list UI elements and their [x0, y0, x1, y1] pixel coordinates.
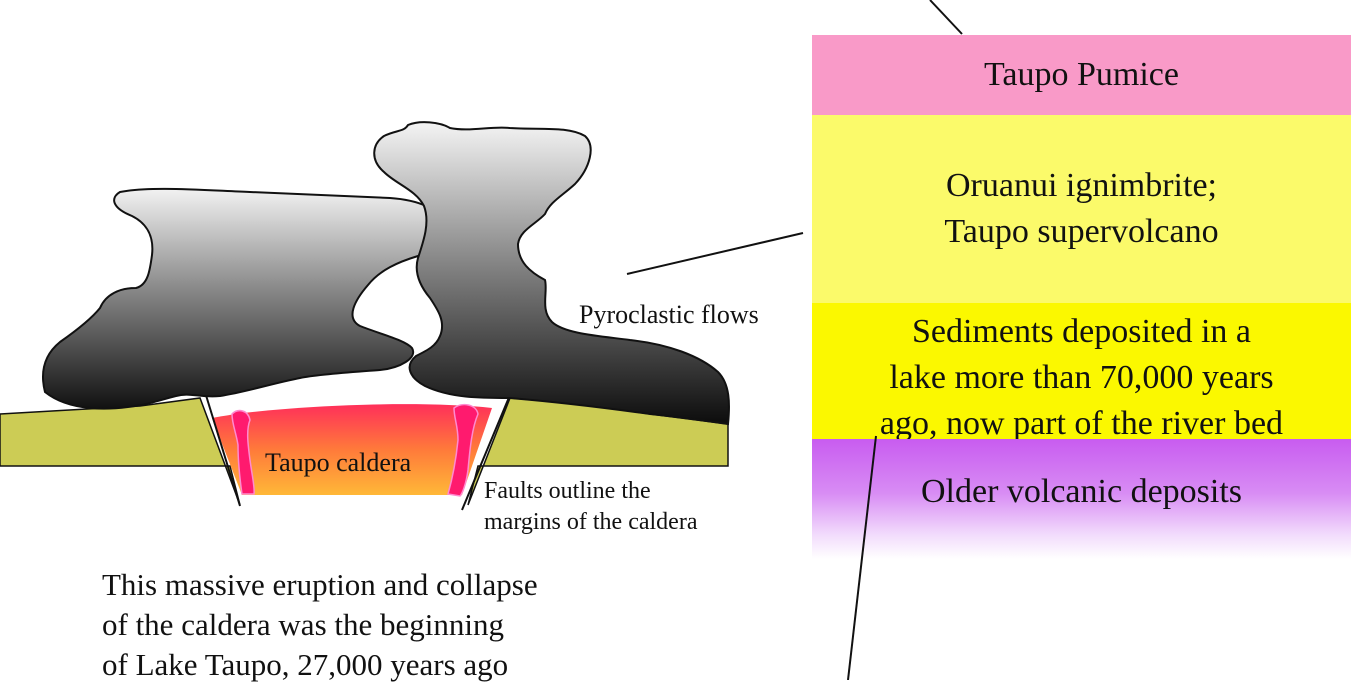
stratum-lake-sediments: Sediments deposited in a lake more than …	[812, 303, 1351, 442]
stratum-oruanui-ignimbrite-label: Oruanui ignimbrite; Taupo supervolcano	[944, 167, 1219, 250]
pointer-pyroclastic	[626, 232, 804, 275]
ash-plume-left	[41, 187, 446, 410]
stratum-older-volcanic: Older volcanic deposits	[812, 439, 1351, 559]
eruption-caption: This massive eruption and collapse of th…	[102, 567, 538, 682]
fault-line-left	[204, 391, 241, 507]
caldera-basin	[212, 404, 492, 495]
fault-line-right	[461, 394, 511, 511]
taupo-caldera-label: Taupo caldera	[265, 448, 412, 477]
magma-dyke-left	[231, 409, 255, 495]
stratum-older-volcanic-label: Older volcanic deposits	[920, 473, 1243, 510]
pyroclastic-flows-label: Pyroclastic flows	[579, 300, 759, 329]
stratum-taupo-pumice: Taupo Pumice	[812, 35, 1351, 115]
ash-plume-right	[373, 121, 730, 426]
faults-label: Faults outline the margins of the calder…	[484, 478, 698, 535]
pointer-pumice	[929, 0, 963, 35]
ground-left	[0, 397, 241, 506]
stratum-lake-sediments-label: Sediments deposited in a lake more than …	[879, 313, 1284, 442]
magma-dyke-right	[447, 403, 479, 497]
stratum-oruanui-ignimbrite: Oruanui ignimbrite; Taupo supervolcano	[812, 115, 1351, 303]
stratum-taupo-pumice-label: Taupo Pumice	[984, 56, 1179, 93]
